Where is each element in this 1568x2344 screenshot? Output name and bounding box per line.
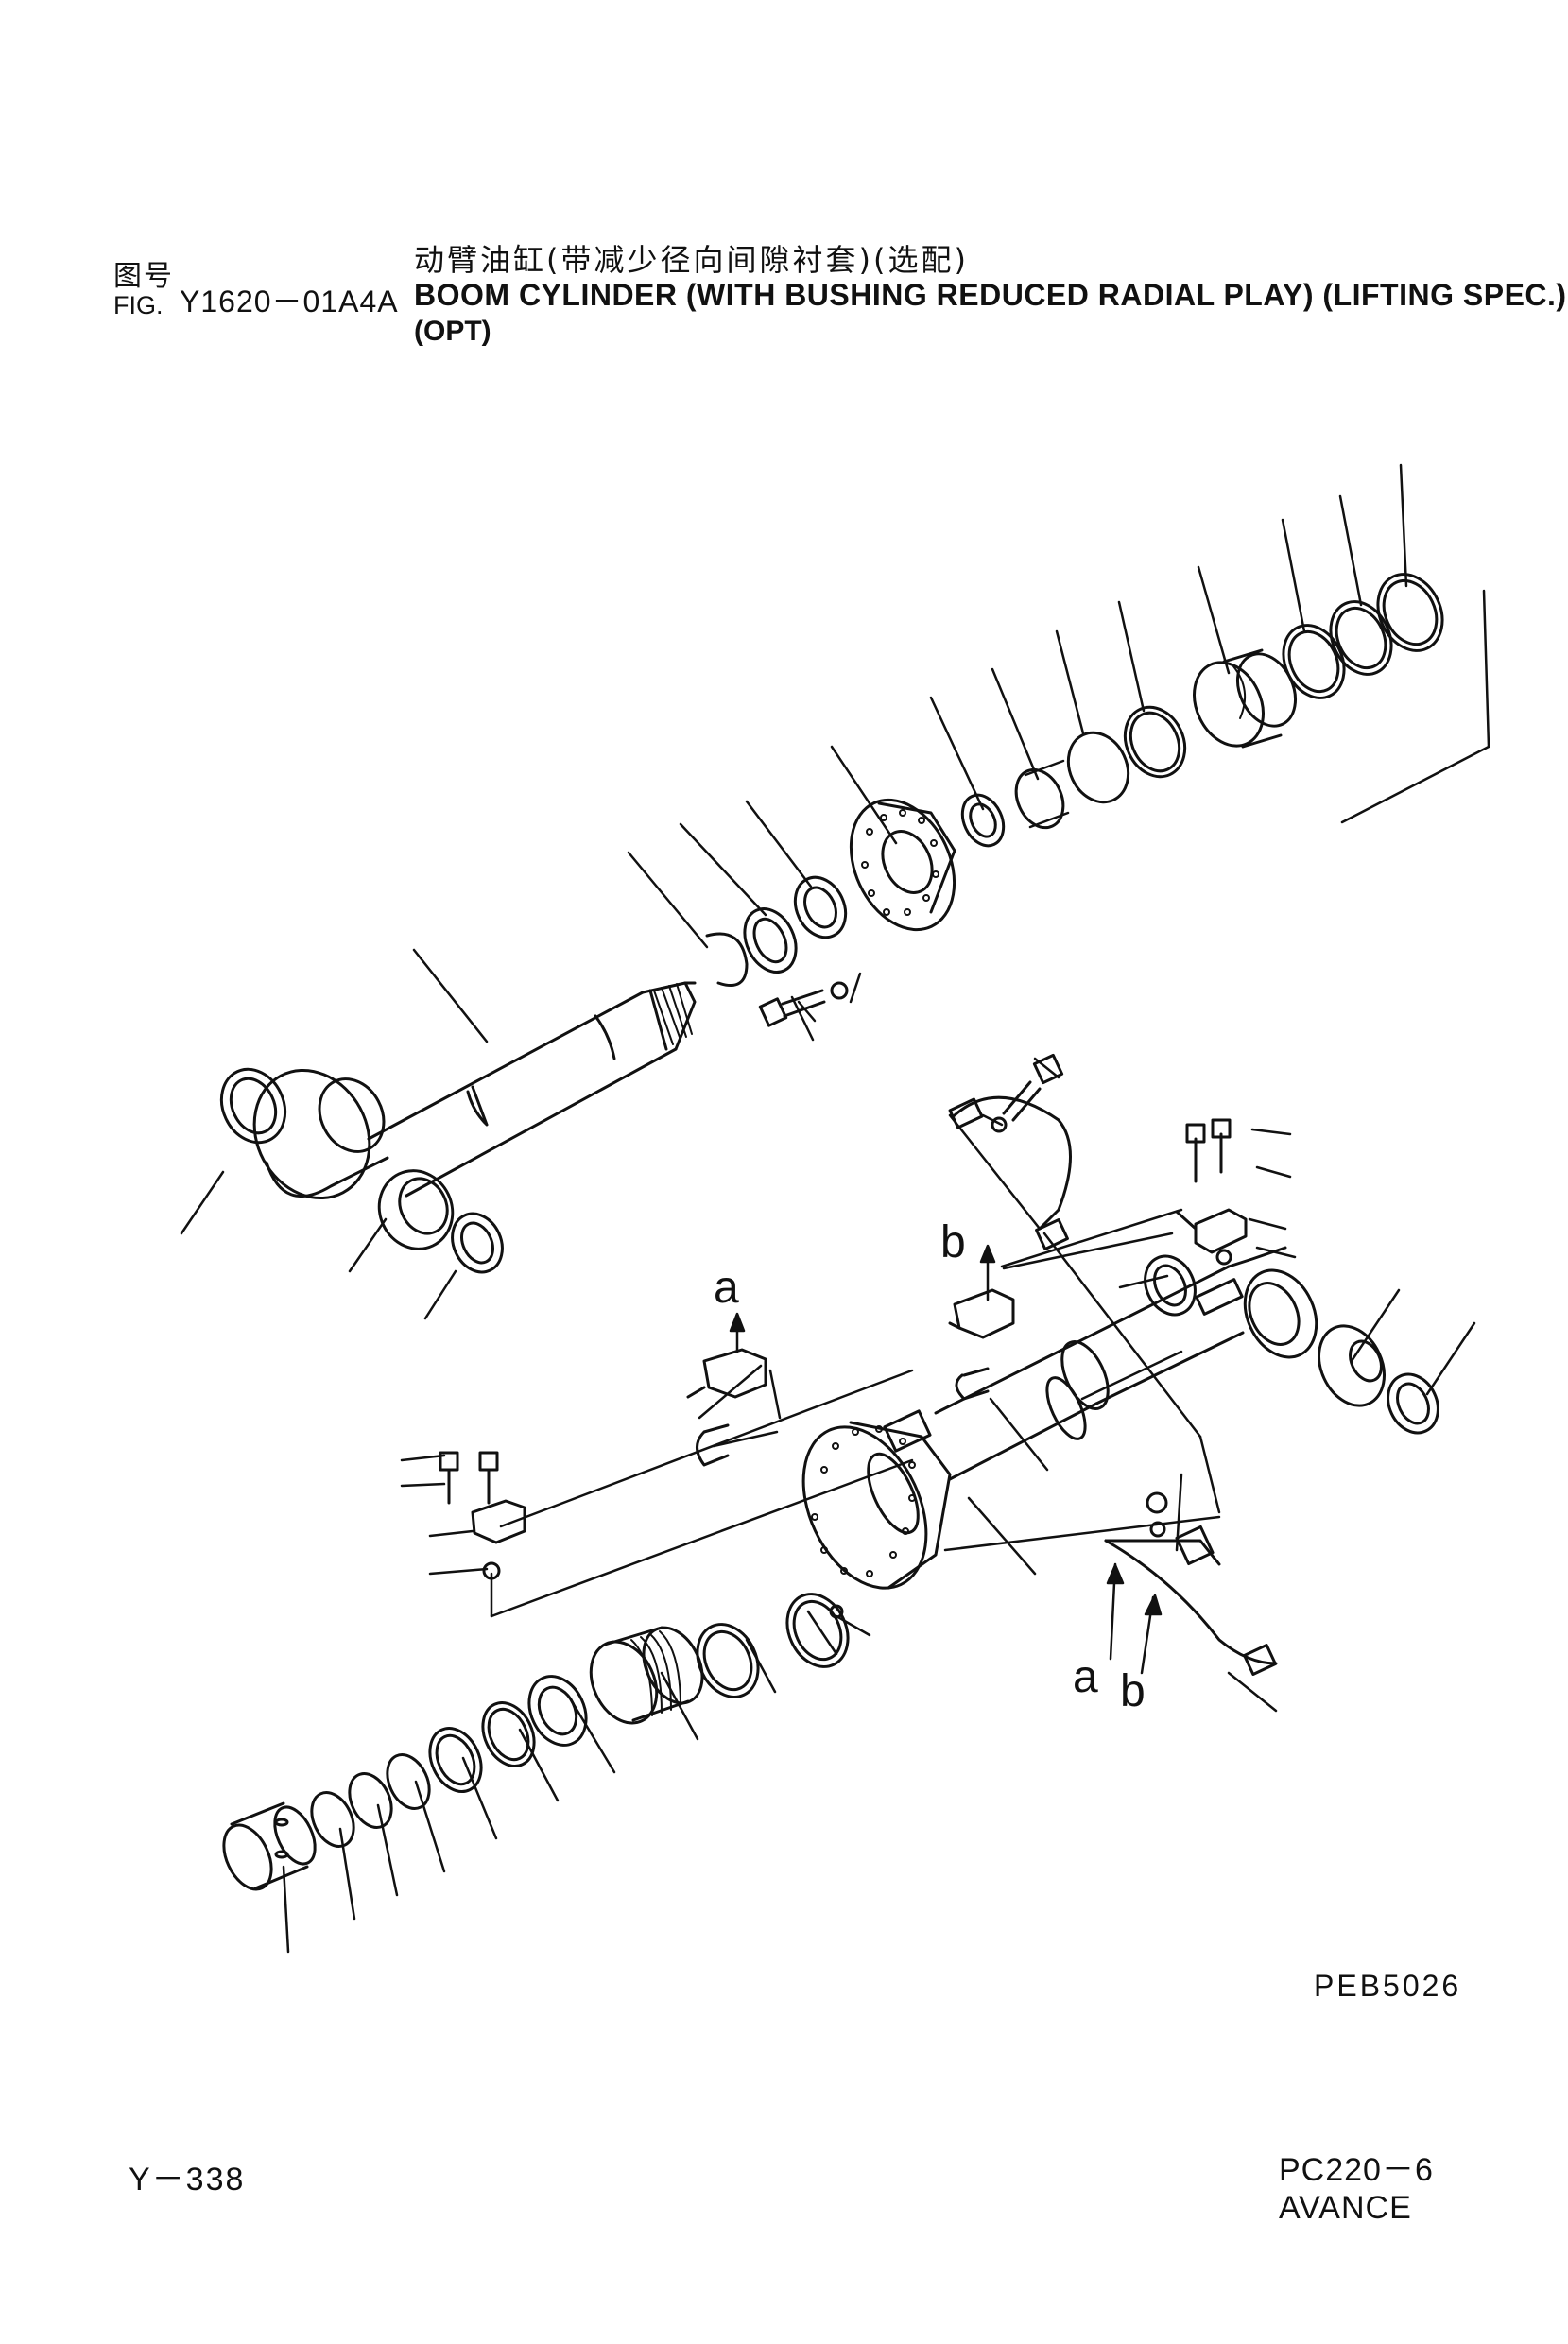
piston-ring-1-inner <box>1287 629 1340 694</box>
ring-lower-4 <box>428 1727 483 1793</box>
cushion-sleeve <box>222 1801 317 1891</box>
figure-label: 图号 FIG. <box>113 261 174 320</box>
piston <box>1193 648 1297 749</box>
machine-model: PC220－6 AVANCE <box>1279 2152 1434 2226</box>
dust-seal-ring-bore <box>460 1221 494 1265</box>
pipe-flange-a <box>686 1348 767 1399</box>
wear-ring-inner <box>1382 578 1439 646</box>
leader-lines-lower <box>282 1057 1476 1954</box>
callout-b-upper: b <box>940 1217 966 1267</box>
o-ring-head <box>1123 705 1187 779</box>
callout-b-lower: b <box>1120 1666 1146 1716</box>
piston-rod <box>367 981 697 1198</box>
piston-ring-2 <box>1329 600 1393 676</box>
piston-ring-lower-1 <box>785 1593 850 1668</box>
o-ring-lower-2 <box>348 1772 393 1829</box>
pipe-flange-upper <box>1175 1118 1248 1266</box>
clamp-bolt <box>1002 1053 1064 1122</box>
u-bolt-upper <box>955 1367 990 1401</box>
figure-label-cn: 图号 <box>113 261 174 292</box>
piston-ring-lower-1-inner <box>792 1599 843 1662</box>
ring-lower-4-inner <box>435 1733 476 1786</box>
ring-lower-3 <box>481 1701 536 1767</box>
clamp-band-lower <box>1104 1539 1278 1665</box>
cylinder-tube <box>934 1265 1245 1481</box>
plug <box>829 1604 844 1619</box>
bottom-dust-seal-bore <box>1396 1382 1430 1425</box>
pipe-flange-lower-left <box>439 1451 526 1580</box>
page-number: Y－338 <box>129 2162 246 2198</box>
head-bolt-washer <box>830 981 849 1000</box>
backup-ring <box>1066 731 1130 804</box>
dust-seal-ring <box>451 1212 504 1274</box>
tube-bushing <box>1144 1254 1197 1317</box>
buffer-ring-bore <box>969 802 997 838</box>
pin-bushing <box>377 1169 455 1250</box>
head-bolt <box>758 989 826 1027</box>
piston-ring-lower-2-inner <box>702 1629 753 1692</box>
pipe-flange-b <box>948 1288 1015 1339</box>
clamp-band-upper <box>953 1095 1072 1231</box>
dust-seal-bore <box>752 917 788 964</box>
rod-bushing-inner <box>229 1077 278 1135</box>
title-english: BOOM CYLINDER (WITH BUSHING REDUCED RADI… <box>414 278 1567 312</box>
bottom-bushing-bore <box>1349 1339 1383 1383</box>
tube-piping-group <box>222 1053 1476 1954</box>
rod-eye <box>252 1068 389 1200</box>
o-ring-head-inner <box>1129 711 1181 773</box>
pin-bushing-bore <box>398 1177 449 1235</box>
rod-seal-bore <box>803 886 837 929</box>
o-ring-lower-3 <box>310 1791 355 1848</box>
tube-bushing-bore <box>1153 1264 1187 1307</box>
piston-ring-1 <box>1282 624 1346 699</box>
callout-a-lower: a <box>1073 1652 1098 1702</box>
snap-ring <box>705 932 749 987</box>
piston-nut-inner <box>537 1685 578 1736</box>
clamp-washer <box>1149 1521 1166 1538</box>
figure-label-en: FIG. <box>113 291 164 319</box>
rod-bushing-head <box>1014 767 1065 830</box>
u-bolt-lower <box>696 1423 730 1467</box>
clamp-nut <box>1146 1491 1168 1514</box>
leader-lines-upper <box>180 463 1490 1320</box>
ring-lower-3-inner <box>487 1707 530 1762</box>
callout-arrows <box>729 1244 1163 1675</box>
tube-head-flange <box>801 1409 952 1590</box>
title-option: (OPT) <box>414 316 491 347</box>
figure-header: 图号 FIG. Y1620－01A4A 动臂油缸(带减少径向间隙衬套)(选配) … <box>113 236 1566 359</box>
callout-a-upper: a <box>714 1263 739 1313</box>
drawing-code: PEB5026 <box>1314 1969 1462 2003</box>
bottom-dust-seal <box>1387 1372 1439 1435</box>
piston-ring-2-inner <box>1335 606 1387 670</box>
buffer-ring <box>960 793 1006 848</box>
piston-nut <box>527 1675 588 1747</box>
o-ring-lower-1 <box>386 1753 431 1810</box>
title-chinese: 动臂油缸(带减少径向间隙衬套)(选配) <box>414 242 969 278</box>
piston-lower <box>589 1626 704 1725</box>
rod-head-group <box>180 463 1490 1320</box>
clamp-bolt-washer <box>991 1116 1008 1133</box>
wear-ring <box>1376 573 1444 652</box>
rod-bushing-outer <box>219 1067 287 1145</box>
figure-number: Y1620－01A4A <box>180 284 399 319</box>
cylinder-head <box>849 798 956 932</box>
dust-seal <box>743 907 798 974</box>
rod-seal <box>793 875 848 939</box>
bottom-eye <box>1195 1246 1318 1359</box>
